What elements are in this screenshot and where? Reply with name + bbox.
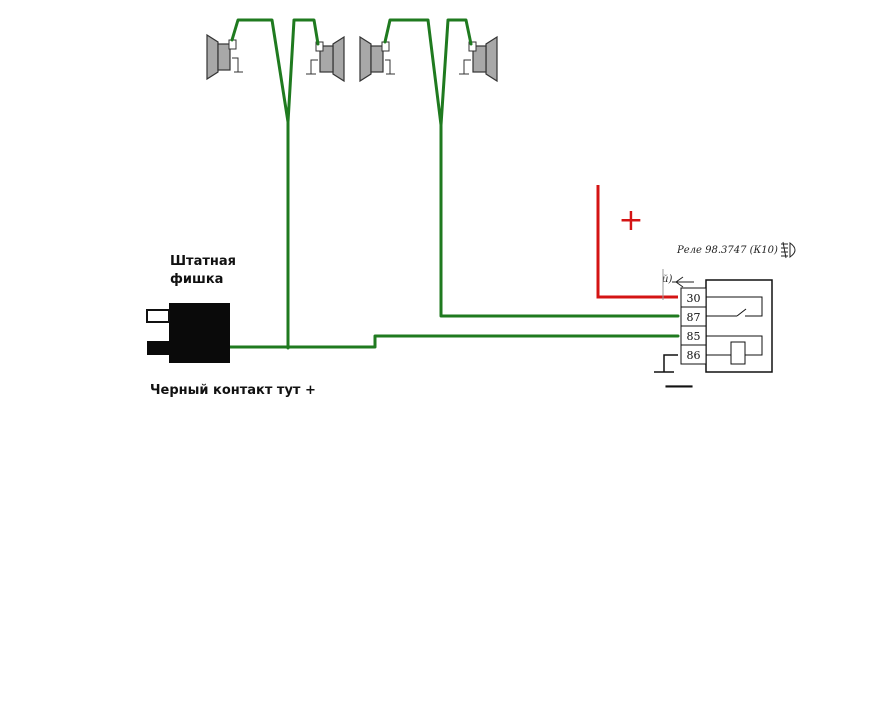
stock-connector <box>146 303 230 363</box>
wire-connector-to-relay-85 <box>228 334 680 349</box>
wire-speaker-pair-1 <box>230 18 320 124</box>
relay-title: Реле 98.3747 (К10) <box>676 245 778 256</box>
speaker-1 <box>206 33 243 81</box>
minus-sign: — <box>664 368 694 403</box>
wires <box>228 18 680 350</box>
positive-supply: + <box>596 185 678 299</box>
relay: Реле 98.3747 (К10) й) 30 87 85 86 <box>662 241 796 373</box>
relay-pin-label: 30 <box>687 292 701 305</box>
wire-speakers-to-relay-87 <box>439 123 680 318</box>
speaker-icon <box>306 35 345 83</box>
ground-icon <box>654 354 678 373</box>
relay-cut-fragment: й) <box>662 274 672 285</box>
relay-pin-block: 30 87 85 86 <box>680 287 707 365</box>
relay-body <box>705 279 773 373</box>
speaker-icon <box>206 33 243 81</box>
connector-label-line2: фишка <box>170 272 223 287</box>
speaker-icon <box>359 35 395 83</box>
speaker-4 <box>459 35 498 83</box>
relay-pin-label: 85 <box>687 330 701 343</box>
speaker-icon <box>459 35 498 83</box>
relay-pin-label: 87 <box>687 311 701 324</box>
speaker-3 <box>359 35 395 83</box>
plus-sign: + <box>618 203 643 238</box>
black-contact-label: Черный контакт тут + <box>150 383 316 398</box>
fog-light-icon <box>781 241 796 259</box>
speaker-2 <box>306 35 345 83</box>
relay-pin-label: 86 <box>687 349 701 362</box>
wire-speaker-pair-2 <box>383 18 473 127</box>
connector-label-line1: Штатная <box>170 254 236 269</box>
relay-internals <box>706 296 763 365</box>
